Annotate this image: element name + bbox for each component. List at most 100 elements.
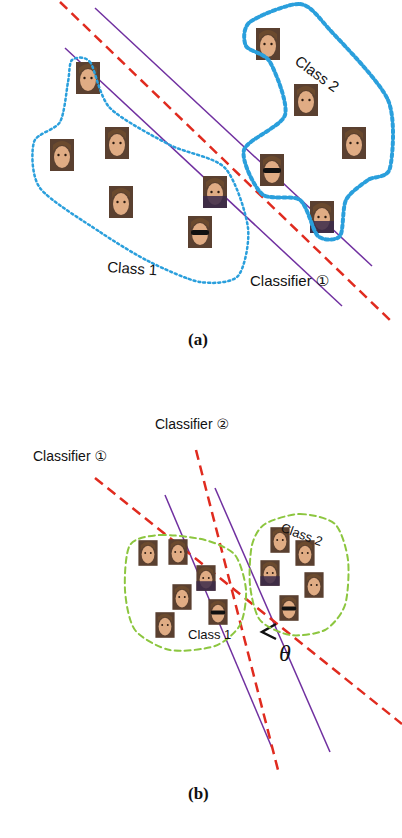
eye (263, 43, 265, 45)
region-border (125, 535, 246, 651)
face-background (109, 186, 133, 218)
face-skin (212, 605, 225, 623)
face-background (50, 139, 74, 171)
classifier-lines-a (60, 2, 392, 322)
occlusion-block (203, 196, 227, 208)
face-eyes (263, 43, 272, 45)
face-background (260, 560, 279, 586)
face-image (196, 565, 215, 591)
sunglasses (191, 230, 209, 235)
face-eyes (202, 577, 210, 579)
classifier-lines-b (95, 450, 402, 770)
face-hair (199, 567, 213, 575)
face-eyes (178, 596, 186, 598)
eye (83, 77, 85, 79)
class-region: Class 2 (243, 508, 355, 642)
face-eyes (210, 191, 219, 193)
class-label: Class 1 (188, 627, 231, 642)
eye (119, 142, 121, 144)
face-hair (313, 203, 331, 213)
face-eyes (301, 99, 310, 101)
eye (324, 216, 326, 218)
face-hair (297, 86, 315, 96)
face-image (168, 539, 187, 565)
face-eyes (83, 77, 92, 79)
face-images (50, 28, 366, 638)
eye (356, 142, 358, 144)
face-hair (112, 188, 130, 198)
face-image (203, 176, 227, 208)
face-hair (191, 218, 209, 228)
face-eyes (317, 216, 326, 218)
face-hair (259, 30, 277, 40)
face-hair (263, 156, 281, 166)
face-eyes (301, 552, 309, 554)
face-skin (298, 91, 314, 113)
face-background (188, 216, 212, 248)
face-skin (308, 578, 321, 596)
panel-label: (a) (188, 330, 208, 350)
face-eyes (161, 624, 169, 626)
eye (316, 584, 318, 586)
face-background (294, 84, 318, 116)
eye (310, 584, 312, 586)
face-eyes (116, 201, 125, 203)
face-image (109, 186, 133, 218)
face-eyes (144, 552, 152, 554)
eye (301, 552, 303, 554)
face-image (138, 540, 157, 566)
face-image (208, 599, 227, 625)
decision-line (196, 450, 278, 770)
face-hair (53, 141, 71, 151)
eye (270, 43, 272, 45)
face-background (172, 584, 191, 610)
face-image (260, 560, 279, 586)
eye (349, 142, 351, 144)
face-skin (283, 601, 296, 619)
face-skin (299, 546, 312, 564)
face-skin (192, 223, 208, 245)
occlusion-block (196, 581, 215, 591)
sunglasses (211, 610, 225, 614)
face-image (50, 139, 74, 171)
face-hair (282, 597, 296, 605)
face-skin (346, 134, 362, 156)
face-skin (142, 546, 155, 564)
panel-label: (b) (188, 784, 209, 804)
face-background (208, 599, 227, 625)
face-hair (345, 129, 363, 139)
face-image (105, 127, 129, 159)
eye (276, 539, 278, 541)
margin-line (95, 8, 372, 266)
eye (64, 154, 66, 156)
eye (210, 191, 212, 193)
face-hair (171, 541, 185, 549)
face-background (203, 176, 227, 208)
face-eyes (310, 584, 318, 586)
class-region: Class 1 (28, 52, 262, 292)
eye (202, 577, 204, 579)
margin-line (65, 48, 342, 306)
face-hair (206, 178, 224, 188)
classifier-label: Classifier ① (250, 272, 329, 290)
eye (174, 551, 176, 553)
eye (178, 596, 180, 598)
eye (90, 77, 92, 79)
face-skin (176, 590, 189, 608)
eye (184, 596, 186, 598)
eye (308, 99, 310, 101)
face-eyes (112, 142, 121, 144)
occlusion-block (260, 576, 279, 586)
face-eyes (266, 572, 274, 574)
face-eyes (57, 154, 66, 156)
sunglasses (282, 606, 296, 610)
face-hair (141, 542, 155, 550)
face-image (279, 595, 298, 621)
eye (167, 624, 169, 626)
face-hair (175, 586, 189, 594)
face-eyes (174, 551, 182, 553)
face-background (342, 127, 366, 159)
face-image (304, 572, 323, 598)
region-outline (232, 0, 400, 244)
eye (266, 572, 268, 574)
